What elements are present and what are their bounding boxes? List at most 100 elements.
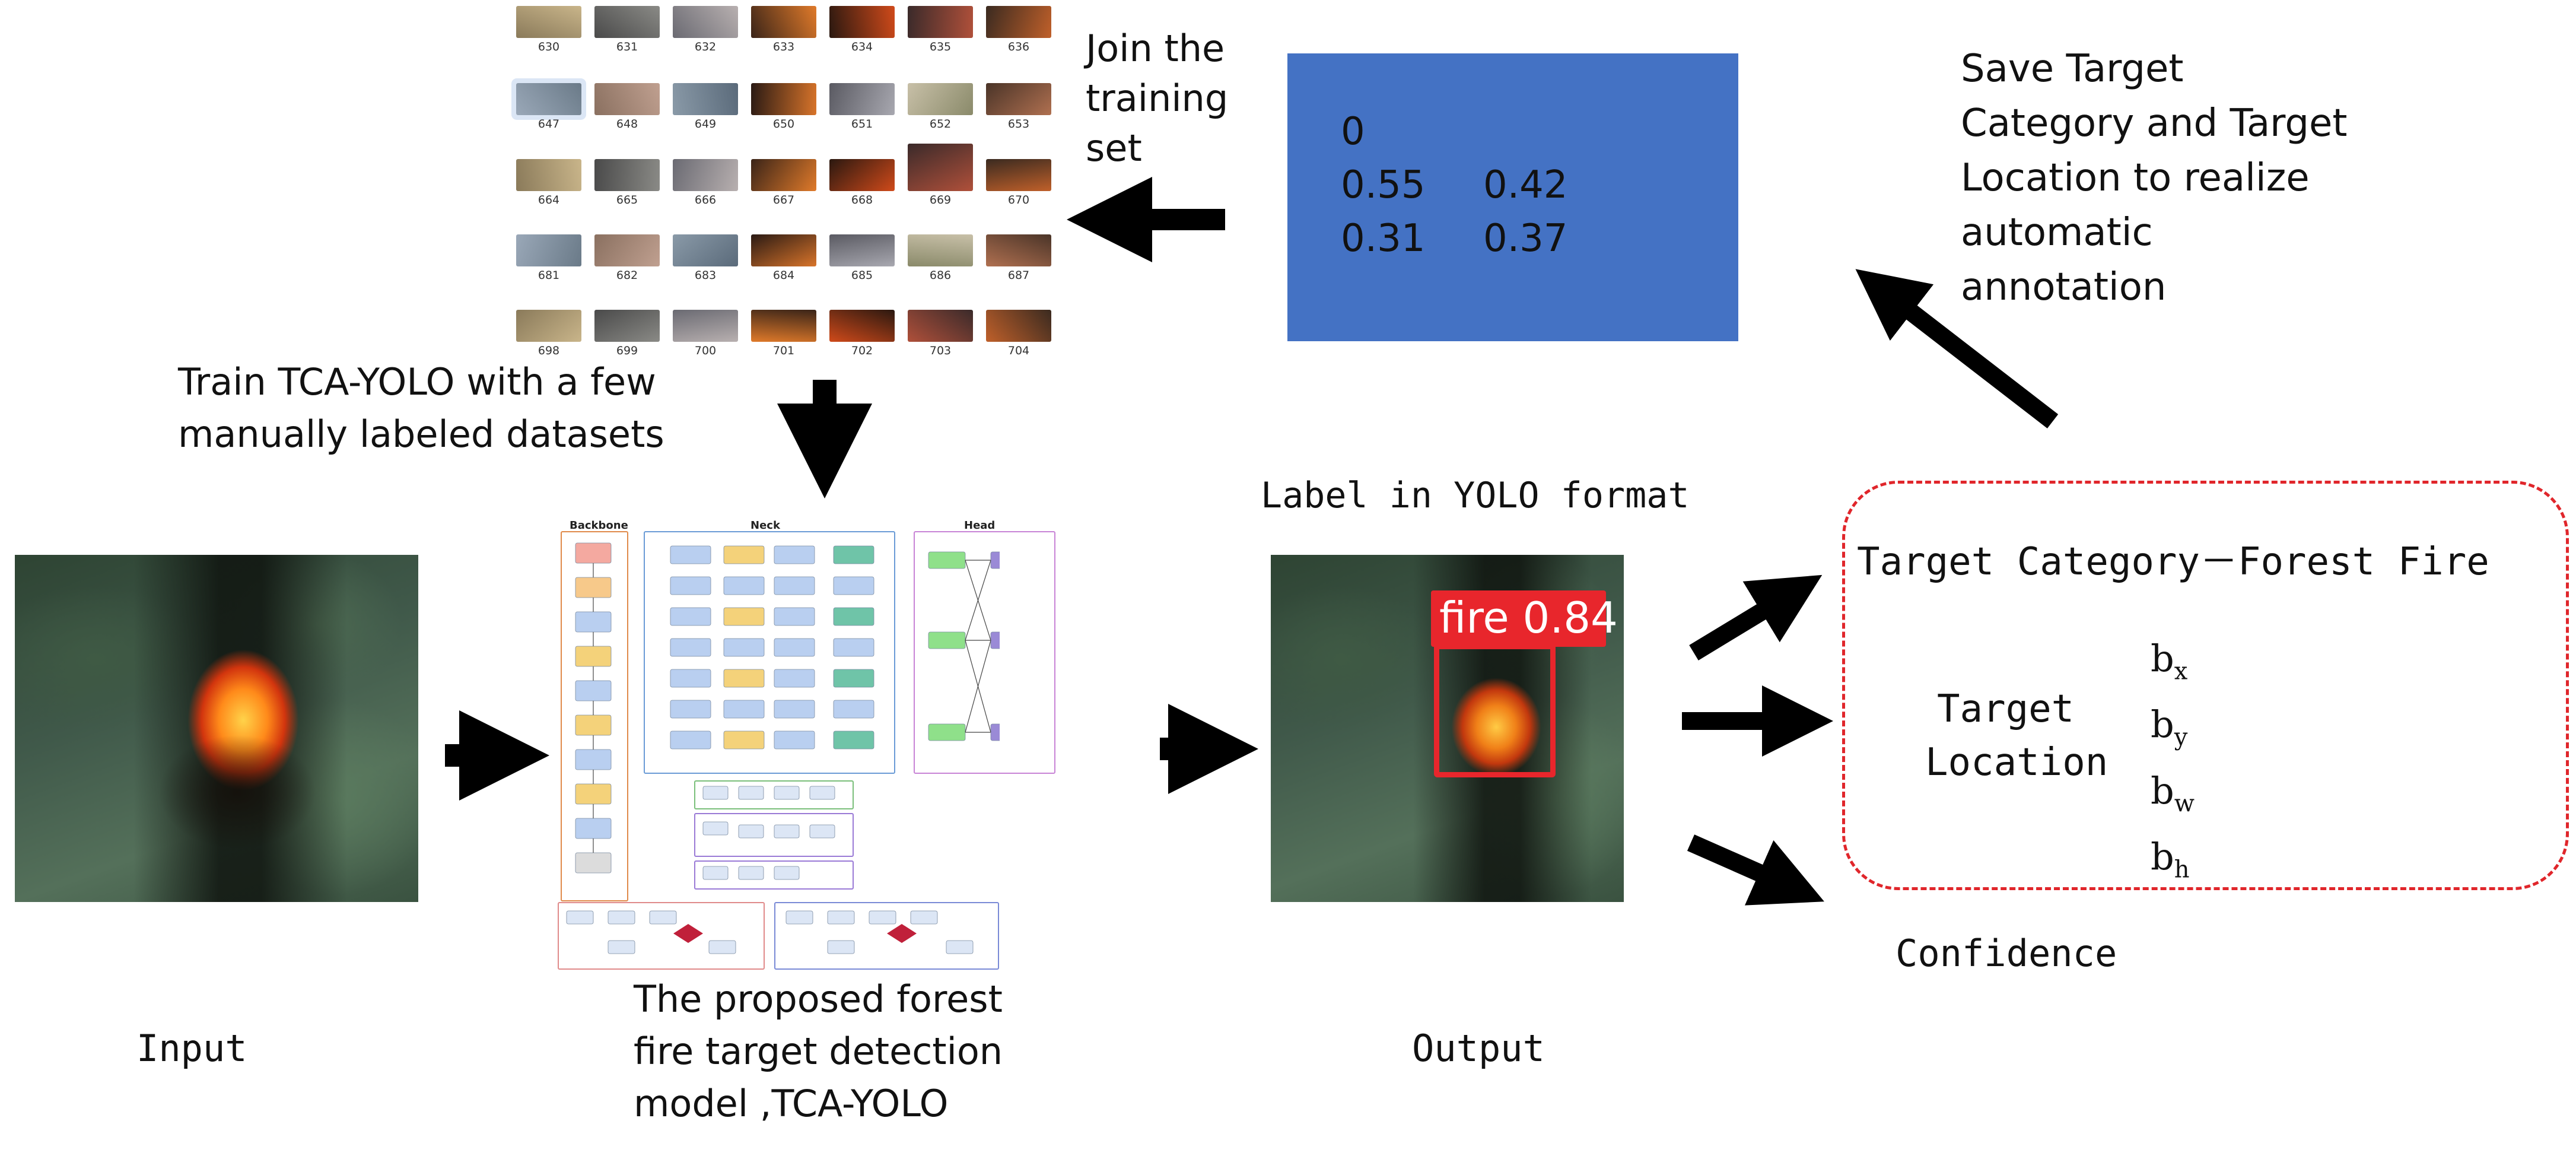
thumbnail-image bbox=[594, 83, 660, 115]
backbone-block bbox=[575, 714, 612, 736]
neck-block bbox=[774, 607, 815, 626]
thumbnail-number: 652 bbox=[929, 117, 952, 131]
neck-block bbox=[670, 638, 711, 657]
result-box bbox=[1842, 481, 2569, 890]
label-y-value: 0.42 bbox=[1483, 163, 1568, 207]
module-block bbox=[827, 910, 855, 925]
tca-yolo-architecture: Backbone Neck Head bbox=[558, 519, 1055, 970]
module-block bbox=[809, 786, 835, 800]
thumbnail-image bbox=[516, 310, 581, 342]
architecture-blocks bbox=[566, 542, 1000, 954]
thumbnail-image bbox=[516, 159, 581, 191]
thumbnail-number: 699 bbox=[616, 344, 638, 357]
thumbnail-number: 631 bbox=[616, 40, 638, 53]
module-block bbox=[608, 940, 635, 954]
thumbnail-number: 650 bbox=[772, 117, 795, 131]
thumbnail-image bbox=[751, 6, 816, 38]
thumbnail-image bbox=[829, 234, 895, 266]
thumbnail-image bbox=[908, 144, 973, 191]
thumbnail-image bbox=[908, 6, 973, 38]
coord-bw: bw bbox=[2151, 768, 2195, 818]
module-panel-4 bbox=[558, 902, 765, 970]
backbone-panel bbox=[561, 531, 628, 901]
thumbnail-image bbox=[829, 83, 895, 115]
neck-block bbox=[670, 669, 711, 688]
thumbnail-image bbox=[594, 159, 660, 191]
module-block bbox=[827, 940, 855, 954]
neck-block bbox=[774, 700, 815, 719]
neck-block bbox=[670, 607, 711, 626]
thumbnail-number: 633 bbox=[772, 40, 795, 53]
thumbnail-image bbox=[829, 310, 895, 342]
thumbnail-number: 685 bbox=[851, 269, 873, 282]
head-output-block bbox=[990, 631, 1000, 649]
thumbnail-image bbox=[516, 6, 581, 38]
save-target-text: Save Target Category and Target Location… bbox=[1961, 47, 2348, 309]
neck-panel bbox=[644, 531, 895, 774]
thumbnail-image bbox=[751, 310, 816, 342]
thumbnail-image bbox=[516, 83, 581, 115]
label-class-value: 0 bbox=[1341, 110, 1365, 154]
neck-block bbox=[723, 545, 765, 564]
thumbnail-number: 682 bbox=[616, 269, 638, 282]
neck-block bbox=[774, 576, 815, 595]
target-category-text: Target Category－Forest Fire bbox=[1857, 540, 2489, 584]
thumbnail-number: 687 bbox=[1007, 269, 1030, 282]
neck-block bbox=[723, 607, 765, 626]
backbone-block bbox=[575, 611, 612, 633]
thumbnail-number: 700 bbox=[694, 344, 717, 357]
head-cross-connector bbox=[965, 640, 991, 733]
thumbnail-number: 649 bbox=[694, 117, 717, 131]
module-block bbox=[946, 940, 974, 954]
thumbnail-number: 704 bbox=[1007, 344, 1030, 357]
head-level-block bbox=[928, 723, 966, 741]
arrow-to-category bbox=[1689, 574, 1823, 660]
module-block bbox=[774, 866, 800, 880]
input-forest-image bbox=[15, 555, 418, 902]
label-x-value: 0.55 bbox=[1341, 163, 1426, 207]
pseudo-label-box: 0 0.55 0.42 0.31 0.37 bbox=[1287, 53, 1738, 341]
module-block bbox=[785, 910, 813, 925]
neck-block bbox=[723, 638, 765, 657]
thumbnail-image bbox=[908, 234, 973, 266]
thumbnail-number: 665 bbox=[616, 193, 638, 207]
head-output-block bbox=[990, 551, 1000, 569]
neck-block bbox=[833, 576, 874, 595]
neck-block bbox=[833, 638, 874, 657]
thumbnail-image bbox=[829, 6, 895, 38]
neck-block bbox=[833, 669, 874, 688]
neck-block bbox=[670, 545, 711, 564]
thumbnail-number: 630 bbox=[538, 40, 560, 53]
neck-block bbox=[774, 731, 815, 750]
concat-diamond bbox=[887, 924, 917, 943]
thumbnail-number: 647 bbox=[538, 117, 560, 131]
location-coords: bx by bw bh bbox=[2151, 632, 2195, 897]
neck-block bbox=[833, 545, 874, 564]
join-training-text: Join the training set bbox=[1086, 27, 1229, 170]
neck-block bbox=[670, 576, 711, 595]
module-block bbox=[910, 910, 938, 925]
head-level-block bbox=[928, 631, 966, 649]
neck-label: Neck bbox=[750, 519, 780, 532]
thumbnail-image bbox=[673, 234, 738, 266]
backbone-block bbox=[575, 818, 612, 839]
thumbnail-number: 686 bbox=[929, 269, 952, 282]
thumbnail-number: 670 bbox=[1007, 193, 1030, 207]
thumbnail-image bbox=[751, 83, 816, 115]
thumbnail-image bbox=[673, 6, 738, 38]
head-cross-connector bbox=[965, 560, 991, 641]
thumbnail-number: 684 bbox=[772, 269, 795, 282]
neck-block bbox=[774, 638, 815, 657]
backbone-block bbox=[575, 577, 612, 598]
module-panel-5 bbox=[774, 902, 999, 970]
module-panel-2 bbox=[694, 813, 854, 857]
target-location-label: Target Location bbox=[1925, 687, 2108, 785]
neck-block bbox=[723, 576, 765, 595]
thumbnail-number: 681 bbox=[538, 269, 560, 282]
output-forest-image: fire 0.84 bbox=[1271, 555, 1624, 902]
confidence-label: Confidence bbox=[1896, 932, 2117, 975]
arrow-to-confidence bbox=[1687, 834, 1824, 906]
module-block bbox=[738, 866, 764, 880]
thumbnail-image bbox=[673, 83, 738, 115]
